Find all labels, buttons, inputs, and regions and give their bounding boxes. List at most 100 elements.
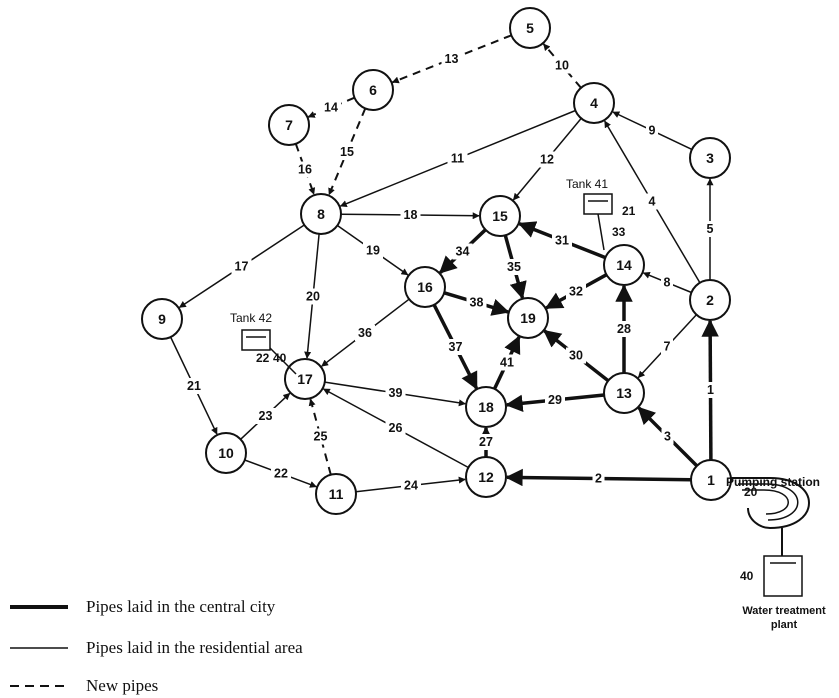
tank-41-box bbox=[583, 193, 613, 215]
pipe-7-label: 7 bbox=[664, 340, 671, 354]
pipe-20: 20 bbox=[303, 233, 323, 359]
legend-residential-label: Pipes laid in the residential area bbox=[86, 638, 303, 657]
pipe-22-label: 22 bbox=[274, 467, 288, 481]
pipe-26-label: 26 bbox=[389, 421, 403, 435]
pipe-18: 18 bbox=[340, 207, 480, 223]
node-19-circle bbox=[507, 297, 549, 339]
pipe-16-label-bg bbox=[295, 161, 315, 178]
treatment-plant-label-line2: plant bbox=[771, 619, 798, 631]
node-7: 7 bbox=[268, 104, 310, 146]
node-15: 15 bbox=[479, 195, 521, 237]
pipe-7: 7 bbox=[637, 314, 697, 379]
node-9-circle bbox=[141, 298, 183, 340]
node-4-label: 4 bbox=[590, 95, 598, 111]
pipe-21: 21 bbox=[169, 336, 218, 435]
pipe-24-label-bg bbox=[401, 477, 421, 494]
node-12-label: 12 bbox=[478, 469, 494, 485]
node-5: 5 bbox=[509, 7, 551, 49]
pipe-15: 15 bbox=[328, 108, 367, 196]
pipe-29-label: 29 bbox=[548, 393, 562, 407]
pipe-19-label-bg bbox=[363, 242, 383, 259]
node-16-label: 16 bbox=[417, 279, 433, 295]
node-9-label: 9 bbox=[158, 311, 166, 327]
node-16-circle bbox=[404, 266, 446, 308]
pipe-3-label-bg bbox=[661, 428, 674, 445]
pipe-25-label: 25 bbox=[314, 430, 328, 444]
pipe-1-label: 1 bbox=[707, 383, 714, 397]
pipe-4: 4 bbox=[604, 120, 701, 284]
pipe-18-label-bg bbox=[400, 207, 421, 223]
pipe-20-label-bg bbox=[303, 288, 323, 305]
tank-42-name: Tank 42 bbox=[230, 311, 272, 325]
treatment-plant-id: 40 bbox=[740, 569, 754, 583]
node-6-circle bbox=[352, 69, 394, 111]
pipe-9-label: 9 bbox=[649, 124, 656, 138]
node-8-circle bbox=[300, 193, 342, 235]
node-11: 11 bbox=[315, 473, 357, 515]
pipe-9: 9 bbox=[612, 111, 693, 151]
pipe-23-label: 23 bbox=[259, 409, 273, 423]
pipe-17-label: 17 bbox=[235, 260, 249, 274]
node-15-circle bbox=[479, 195, 521, 237]
pipe-8-label: 8 bbox=[664, 276, 671, 290]
node-6: 6 bbox=[352, 69, 394, 111]
pipe-14-label-bg bbox=[321, 99, 341, 116]
node-11-circle bbox=[315, 473, 357, 515]
pipe-15-label-bg bbox=[337, 144, 357, 160]
node-1-label: 1 bbox=[707, 472, 715, 488]
node-18: 18 bbox=[465, 386, 507, 428]
pipe-20-label: 20 bbox=[306, 290, 320, 304]
node-18-label: 18 bbox=[478, 399, 494, 415]
node-5-circle bbox=[509, 7, 551, 49]
pipe-24: 24 bbox=[355, 476, 466, 494]
pipe-28: 28 bbox=[614, 284, 634, 373]
pipe-32: 32 bbox=[544, 273, 608, 310]
pipe-19-label: 19 bbox=[366, 244, 380, 258]
pipe-2-label: 2 bbox=[595, 472, 602, 486]
node-4: 4 bbox=[573, 82, 615, 124]
pipe-8: 8 bbox=[642, 272, 692, 294]
pipe-37-label: 37 bbox=[449, 340, 463, 354]
node-14-circle bbox=[603, 244, 645, 286]
node-10: 10 bbox=[205, 432, 247, 474]
tank-42: Tank 42 22 40 bbox=[230, 311, 297, 375]
tank-41: Tank 41 21 33 bbox=[566, 177, 636, 251]
pipe-24-label: 24 bbox=[404, 479, 418, 493]
pipe-39-label: 39 bbox=[389, 386, 403, 400]
pipe-41-label-bg bbox=[497, 354, 517, 371]
node-12: 12 bbox=[465, 456, 507, 498]
pipe-31-label: 31 bbox=[555, 234, 569, 248]
pipe-29: 29 bbox=[505, 392, 605, 413]
pipe-14: 14 bbox=[307, 96, 355, 118]
node-19: 19 bbox=[507, 297, 549, 339]
pipe-32-label: 32 bbox=[569, 285, 583, 299]
treatment-plant-label-line1: Water treatment bbox=[742, 605, 826, 617]
pipe-32-label-bg bbox=[566, 283, 586, 300]
pipe-4-label-bg bbox=[646, 193, 658, 210]
node-13: 13 bbox=[603, 372, 645, 414]
pipe-22-label-bg bbox=[271, 465, 291, 482]
pipe-38-label-bg bbox=[466, 294, 487, 311]
pipe-34-label-bg bbox=[452, 243, 473, 260]
pipe-4-label: 4 bbox=[649, 195, 656, 209]
pipe-31: 31 bbox=[517, 221, 607, 260]
node-3-circle bbox=[689, 137, 731, 179]
tank-41-pipe-label: 21 bbox=[622, 204, 636, 218]
pipe-38: 38 bbox=[443, 291, 510, 316]
pipe-11: 11 bbox=[339, 109, 576, 207]
node-10-circle bbox=[205, 432, 247, 474]
pipe-2: 2 bbox=[505, 468, 692, 487]
node-18-circle bbox=[465, 386, 507, 428]
pipe-16-label: 16 bbox=[298, 163, 312, 177]
node-17-label: 17 bbox=[297, 371, 313, 387]
pipe-17-label-bg bbox=[231, 258, 252, 275]
pipe-36: 36 bbox=[321, 298, 410, 367]
pipe-7-label-bg bbox=[661, 338, 673, 355]
pipe-15-label: 15 bbox=[340, 145, 354, 159]
node-14: 14 bbox=[603, 244, 645, 286]
pipe-13-label-bg bbox=[441, 51, 462, 67]
pipe-38-label: 38 bbox=[470, 296, 484, 310]
pipe-23: 23 bbox=[240, 392, 291, 440]
pipe-35-label-bg bbox=[504, 259, 524, 275]
